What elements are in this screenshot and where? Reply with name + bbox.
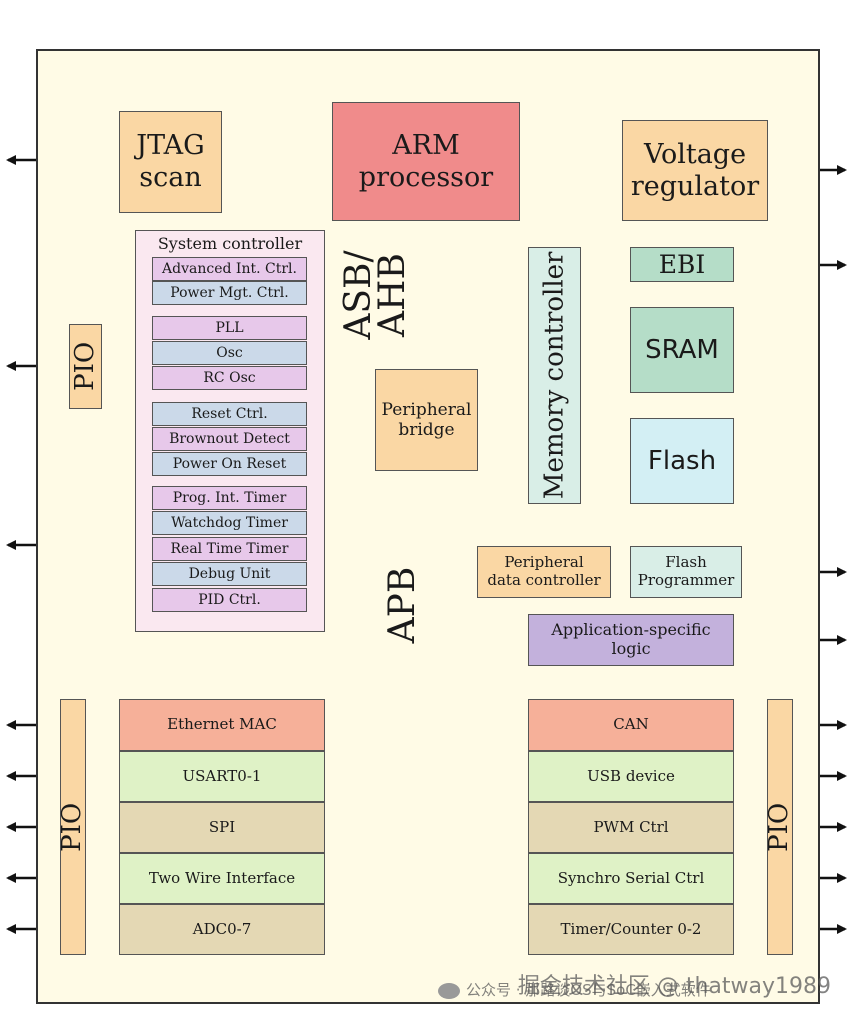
right-peripheral-label: Synchro Serial Ctrl [557, 868, 705, 887]
right-peripheral-label: USB device [587, 766, 675, 785]
sysctl-item-label: PID Ctrl. [198, 591, 261, 608]
pio-left-label: PIO [57, 802, 88, 852]
sysctl-item: Prog. Int. Timer [152, 486, 307, 510]
sysctl-item: PLL [152, 316, 307, 340]
spi-block: SPI [119, 802, 325, 853]
peripheral-bridge-block: Peripheral bridge [375, 369, 478, 471]
application-specific-logic-block: Application-specific logic [528, 614, 734, 666]
jtag-scan-block: JTAG scan [119, 111, 222, 213]
flash-programmer-block: Flash Programmer [630, 546, 742, 598]
left-peripheral-label: USART0-1 [182, 766, 262, 785]
sysctl-item: Osc [152, 341, 307, 365]
jtag-scan-label: JTAG scan [136, 130, 205, 193]
watermark-main: 掘金技术社区 @ thatway1989 [518, 968, 831, 1000]
memory-controller-label: Memory controller [539, 251, 570, 500]
system-controller-title: System controller [157, 234, 303, 253]
sysctl-item: Reset Ctrl. [152, 402, 307, 426]
sysctl-item-label: RC Osc [203, 369, 256, 386]
asb-ahb-text: ASB/ AHB [337, 250, 413, 340]
voltage-regulator-label: Voltage regulator [630, 138, 760, 202]
watermark-main-text: 掘金技术社区 @ thatway1989 [517, 974, 831, 999]
sysctl-item: Watchdog Timer [152, 511, 307, 535]
arm-processor-label: ARM processor [358, 129, 494, 193]
sysctl-item-label: Power On Reset [172, 455, 287, 472]
peripheral-data-controller-label: Peripheral data controller [487, 553, 601, 589]
sysctl-item: PID Ctrl. [152, 588, 307, 612]
sysctl-item-label: Watchdog Timer [171, 514, 288, 531]
pio-block-small: PIO [69, 324, 102, 409]
memory-controller-block: Memory controller [528, 247, 581, 504]
wechat-icon [438, 982, 460, 999]
ebi-label: EBI [658, 249, 706, 279]
left-peripheral-label: SPI [208, 817, 236, 836]
flash-label: Flash [647, 445, 717, 476]
sram-block: SRAM [630, 307, 734, 393]
pwm-ctrl-block: PWM Ctrl [528, 802, 734, 853]
sysctl-item: Debug Unit [152, 562, 307, 586]
flash-programmer-label: Flash Programmer [637, 553, 735, 589]
sysctl-item-label: Power Mgt. Ctrl. [170, 284, 289, 301]
sysctl-item: Brownout Detect [152, 427, 307, 451]
can-block: CAN [528, 699, 734, 751]
pio-block-left: PIO [57, 699, 88, 955]
sram-label: SRAM [645, 334, 719, 365]
pio-right-label: PIO [764, 802, 795, 852]
right-peripheral-label: Timer/Counter 0-2 [560, 919, 702, 938]
timer-counter-block: Timer/Counter 0-2 [528, 904, 734, 955]
watermark-sub-text: 公众号 · 那路谈OS与SoC嵌入式软件 [466, 981, 711, 999]
apb-text: APB [381, 566, 423, 644]
asb-ahb-bus-label: ASB/ AHB [336, 250, 416, 339]
pio-block-right: PIO [764, 699, 795, 955]
usb-device-block: USB device [528, 751, 734, 802]
sysctl-item-label: Debug Unit [188, 565, 271, 582]
sysctl-item-label: Brownout Detect [169, 430, 290, 447]
sysctl-item: Real Time Timer [152, 537, 307, 561]
arm-processor-block: ARM processor [332, 102, 520, 221]
watermark-sub: 公众号 · 那路谈OS与SoC嵌入式软件 [438, 979, 711, 1000]
synchro-serial-ctrl-block: Synchro Serial Ctrl [528, 853, 734, 904]
application-specific-logic-label: Application-specific logic [551, 620, 711, 658]
usart-block: USART0-1 [119, 751, 325, 802]
right-peripheral-label: CAN [613, 715, 649, 734]
ethernet-mac-block: Ethernet MAC [119, 699, 325, 751]
sysctl-item-label: PLL [215, 319, 244, 336]
sysctl-item: Advanced Int. Ctrl. [152, 257, 307, 281]
flash-block: Flash [630, 418, 734, 504]
peripheral-data-controller-block: Peripheral data controller [477, 546, 611, 598]
left-peripheral-label: Ethernet MAC [167, 715, 277, 734]
sysctl-item-label: Advanced Int. Ctrl. [162, 260, 297, 277]
peripheral-bridge-label: Peripheral bridge [381, 399, 472, 440]
sysctl-item: RC Osc [152, 366, 307, 390]
right-peripheral-label: PWM Ctrl [593, 817, 669, 836]
left-peripheral-label: ADC0-7 [192, 919, 252, 938]
voltage-regulator-block: Voltage regulator [622, 120, 768, 221]
sysctl-item-label: Reset Ctrl. [191, 405, 268, 422]
sysctl-item: Power On Reset [152, 452, 307, 476]
adc-block: ADC0-7 [119, 904, 325, 955]
two-wire-interface-block: Two Wire Interface [119, 853, 325, 904]
sysctl-item-label: Prog. Int. Timer [172, 489, 287, 506]
apb-bus-label: APB [381, 565, 423, 645]
ebi-block: EBI [630, 247, 734, 282]
sysctl-item-label: Osc [216, 344, 243, 361]
sysctl-item-label: Real Time Timer [170, 540, 289, 557]
sysctl-item: Power Mgt. Ctrl. [152, 281, 307, 305]
left-peripheral-label: Two Wire Interface [148, 868, 296, 887]
pio-small-label: PIO [70, 341, 101, 392]
